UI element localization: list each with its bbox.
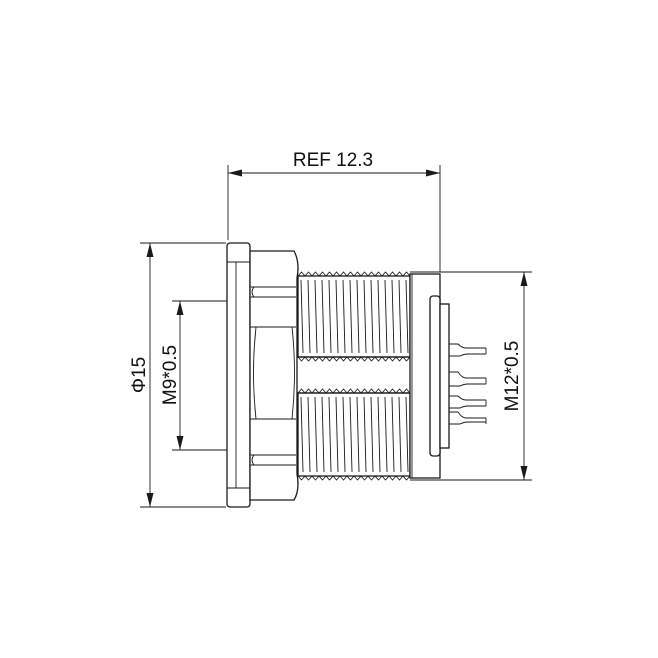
diameter-dimension: Φ15 [129,242,226,508]
contact-pins [439,303,487,449]
front-flange [226,242,251,508]
threaded-body [297,271,411,481]
outer-thread-dimension-label: M12*0.5 [502,341,523,412]
ref-dimension: REF 12.3 [227,150,441,272]
inner-thread-dimension: M9*0.5 [160,300,228,451]
rear-collar [409,273,441,479]
body-centre [298,356,410,394]
ref-dimension-label: REF 12.3 [293,150,373,171]
diameter-dimension-label: Φ15 [129,357,150,393]
outer-thread-dimension: M12*0.5 [410,271,532,481]
inner-thread-dimension-label: M9*0.5 [160,345,181,405]
hex-nut [249,250,299,501]
